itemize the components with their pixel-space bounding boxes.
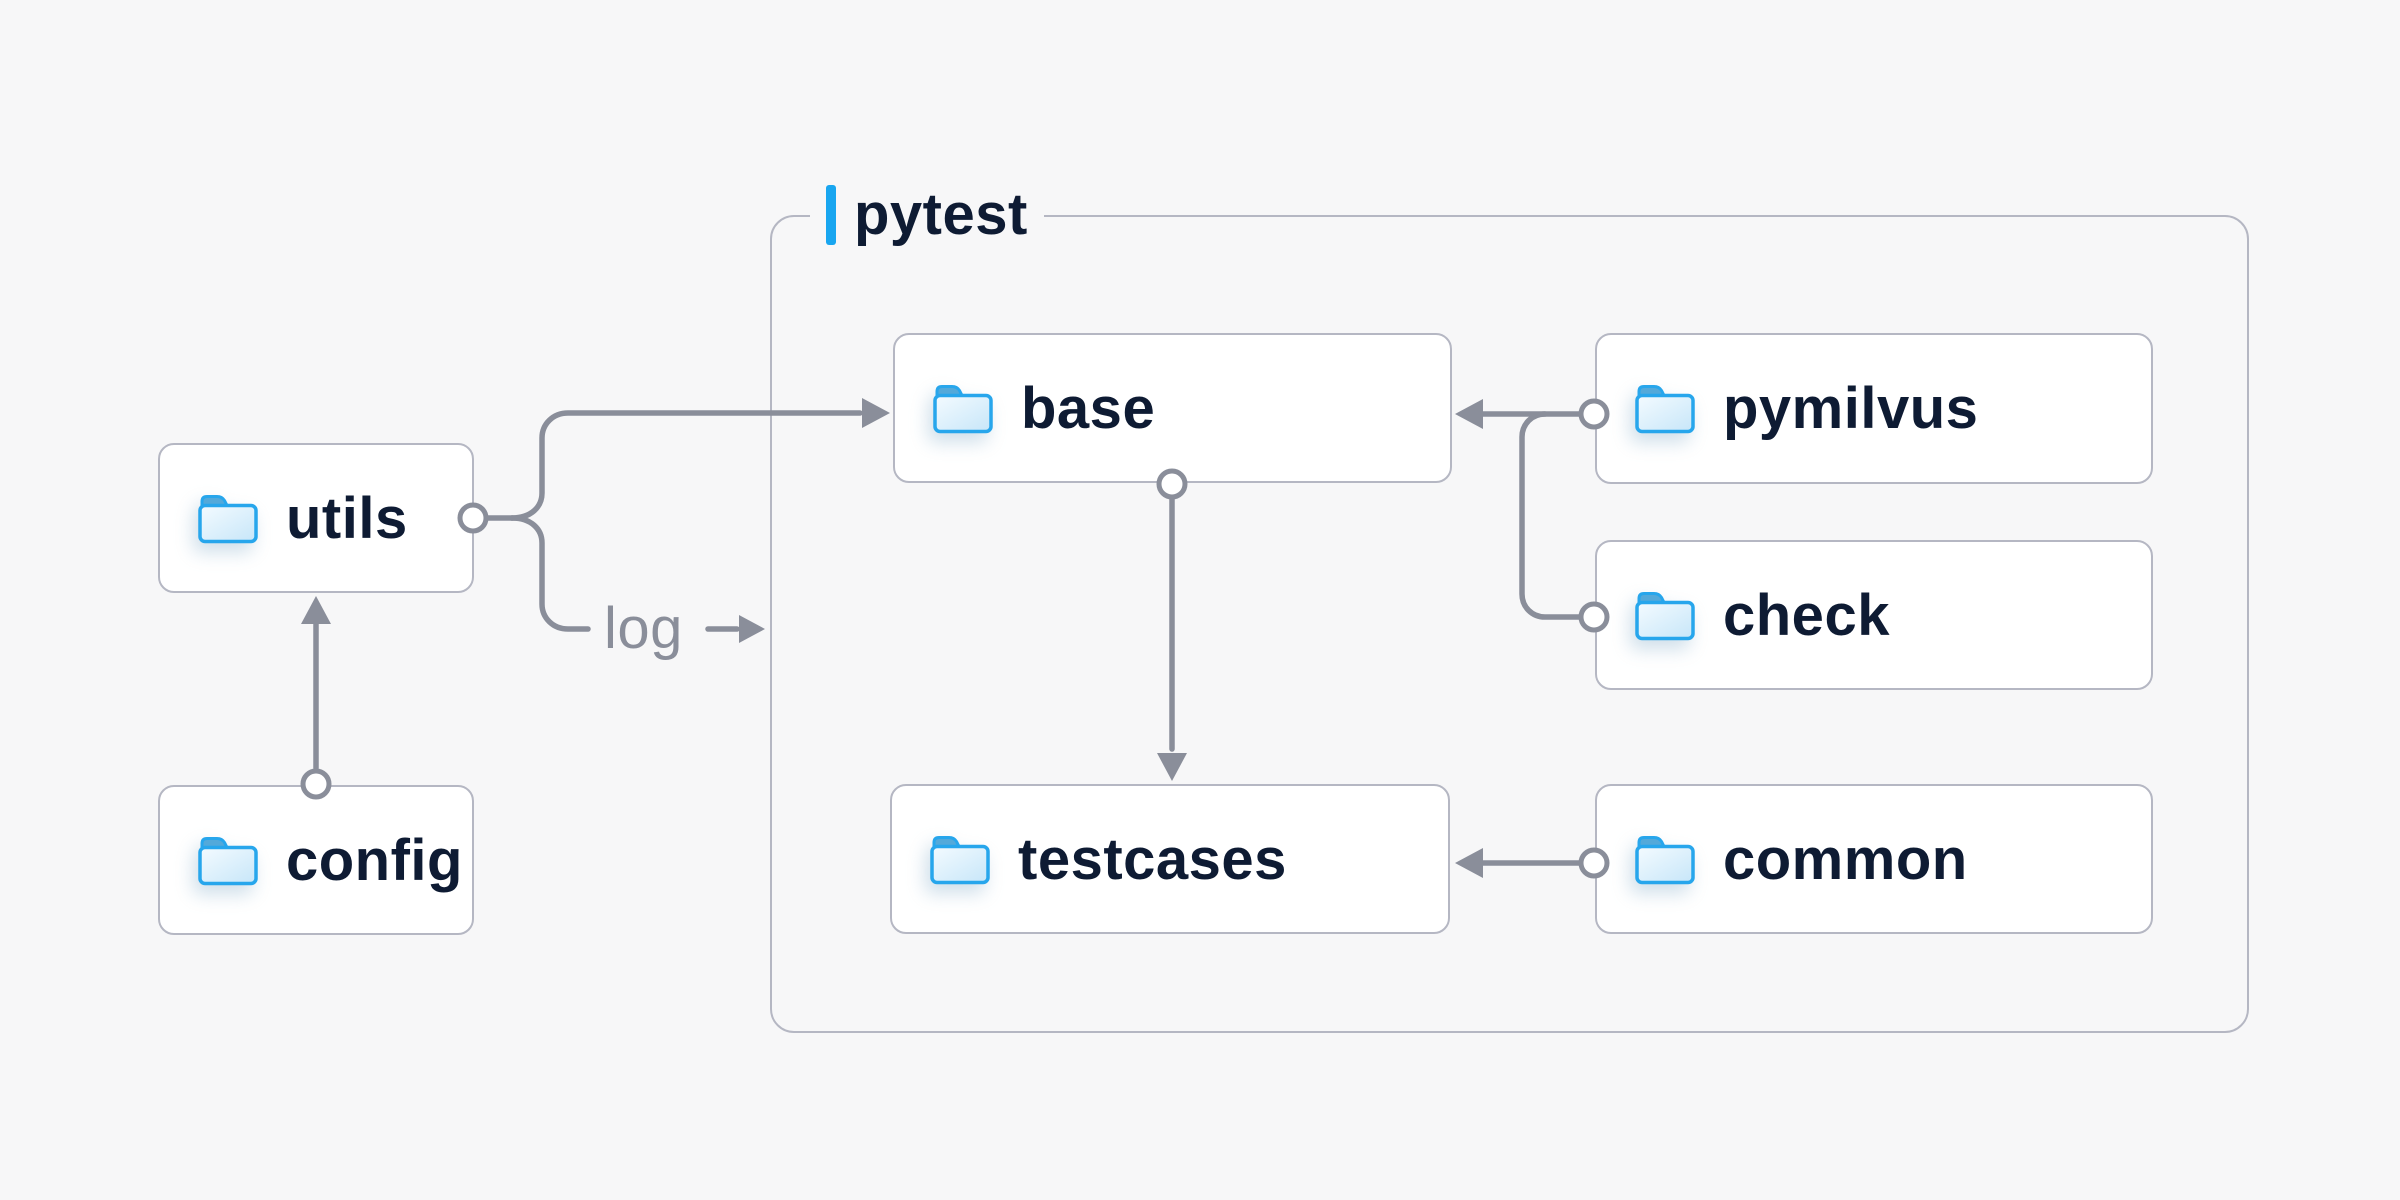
folder-icon — [1635, 385, 1695, 434]
folder-icon — [930, 835, 990, 884]
node-label: common — [1723, 826, 1968, 892]
node-label: config — [286, 827, 463, 893]
folder-icon — [1635, 591, 1695, 640]
group-title: pytest — [854, 182, 1028, 247]
pytest-group-label: pytest — [810, 183, 1044, 247]
node-label: pymilvus — [1723, 376, 1979, 441]
node-testcases: testcases — [890, 784, 1450, 934]
accent-bar-icon — [826, 185, 836, 245]
node-utils: utils — [158, 443, 474, 593]
arrowhead-log — [739, 615, 765, 643]
folder-icon — [933, 384, 993, 433]
node-config: config — [158, 785, 474, 935]
node-common: common — [1595, 784, 2153, 934]
node-pymilvus: pymilvus — [1595, 333, 2153, 484]
folder-icon — [198, 494, 258, 543]
pytest-group-container — [770, 215, 2249, 1033]
arrowhead-into-utils — [301, 596, 331, 624]
node-label: utils — [286, 485, 408, 551]
node-label: testcases — [1018, 826, 1287, 892]
edge-utils-to-log — [509, 515, 591, 632]
folder-icon — [1635, 835, 1695, 884]
edge-label-log: log — [604, 596, 683, 661]
node-label: base — [1021, 375, 1156, 441]
node-label: check — [1723, 582, 1890, 648]
node-check: check — [1595, 540, 2153, 690]
folder-icon — [198, 836, 258, 885]
node-base: base — [893, 333, 1452, 483]
